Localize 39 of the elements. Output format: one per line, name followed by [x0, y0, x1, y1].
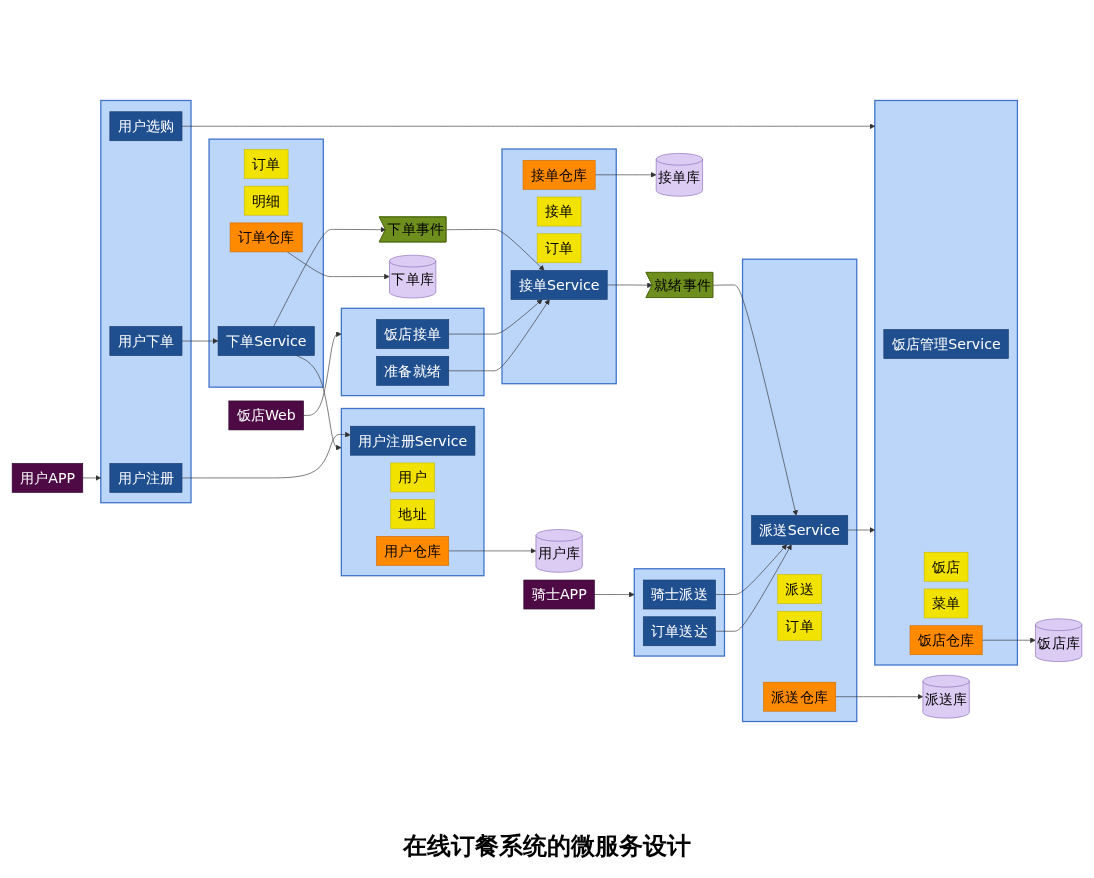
node-box: 菜单	[923, 588, 969, 619]
diagram-caption: 在线订餐系统的微服务设计	[403, 831, 691, 862]
cluster	[741, 258, 858, 723]
cluster	[340, 407, 485, 577]
node-box: 饭店仓库	[909, 625, 983, 656]
node-box: 明细	[243, 185, 289, 216]
node-box: 派送Service	[751, 515, 849, 545]
node-box: 骑士派送	[642, 579, 716, 610]
node-box: 订单	[243, 149, 289, 179]
node-box: 用户	[390, 462, 435, 493]
node-box: 订单	[777, 610, 822, 641]
node-box: 饭店Web	[228, 400, 304, 431]
cluster	[100, 99, 192, 504]
cluster	[208, 138, 324, 388]
cluster	[501, 148, 617, 385]
cluster	[633, 568, 726, 657]
node-box: 用户选购	[109, 111, 183, 142]
node-box: 用户注册Service	[350, 425, 476, 456]
node-box: 用户下单	[109, 326, 183, 356]
node-box: 接单Service	[510, 270, 608, 300]
node-box: 订单	[536, 233, 582, 264]
cluster	[340, 307, 485, 397]
node-box: 用户仓库	[376, 536, 450, 566]
node-box: 饭店接单	[376, 319, 450, 349]
node-box: 用户APP	[11, 463, 84, 493]
node-box: 接单仓库	[522, 160, 596, 190]
cluster	[874, 99, 1019, 666]
node-box: 订单仓库	[229, 222, 303, 253]
node-box: 准备就绪	[376, 356, 450, 386]
node-box: 下单Service	[217, 326, 315, 356]
node-box: 饭店	[923, 551, 969, 582]
node-box: 派送仓库	[763, 681, 837, 712]
node-box: 骑士APP	[523, 579, 595, 610]
node-box: 接单	[536, 196, 582, 227]
node-box: 订单送达	[642, 616, 716, 647]
node-box: 用户注册	[109, 463, 183, 493]
node-box: 地址	[390, 499, 435, 529]
node-box: 饭店管理Service	[883, 329, 1009, 359]
node-box: 派送	[777, 574, 822, 604]
